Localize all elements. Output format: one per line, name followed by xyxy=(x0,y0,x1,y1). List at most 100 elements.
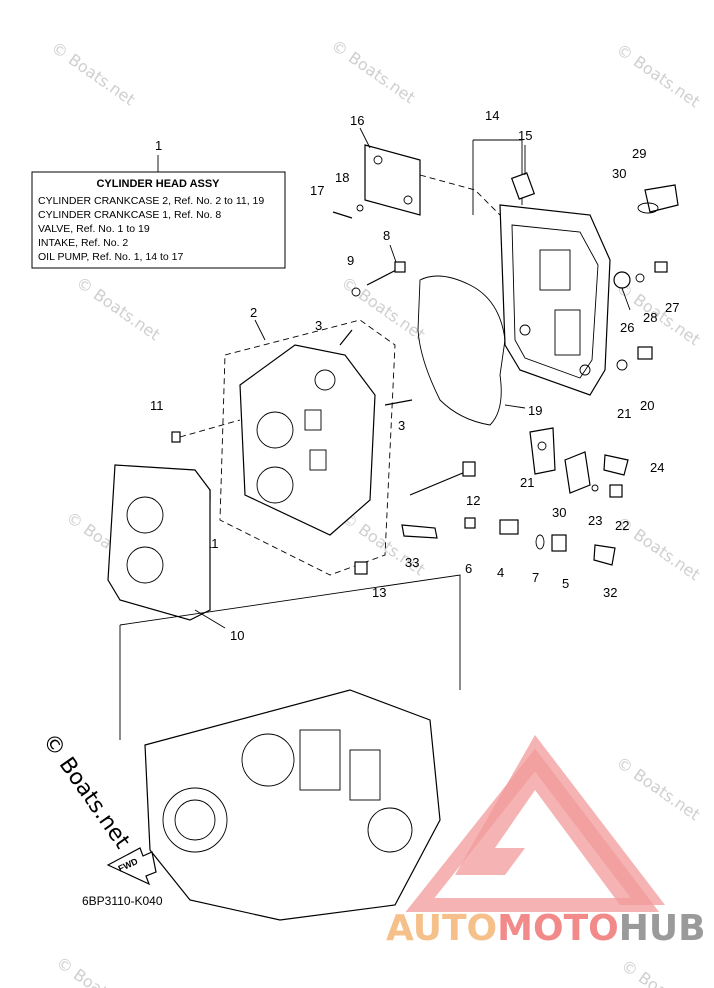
watermark-text: © Boats.net xyxy=(53,953,144,988)
part-13-bolt-head xyxy=(354,561,368,575)
combustion-chamber xyxy=(256,466,294,504)
leader-line xyxy=(504,404,526,409)
crankcase-cover-inner xyxy=(174,799,216,841)
callout-19: 19 xyxy=(528,403,542,418)
part-5-bolt-head xyxy=(464,517,476,529)
callout-18: 18 xyxy=(335,170,349,185)
part-15-sleeve xyxy=(510,172,536,200)
part-11-dowel xyxy=(171,431,181,443)
part-21-washer xyxy=(616,359,628,371)
crankcase-part xyxy=(144,689,441,921)
part-31-clip xyxy=(564,451,591,494)
head-port xyxy=(314,369,336,391)
leader-line xyxy=(621,287,631,311)
plate-hole xyxy=(373,155,383,165)
callout-25: 24 xyxy=(650,460,664,475)
callout-29: 29 xyxy=(632,146,646,161)
assembly-line xyxy=(419,174,501,216)
head-cover-part xyxy=(499,204,611,396)
part-23-screw xyxy=(609,484,623,498)
callout-14: 14 xyxy=(485,108,499,123)
head-rib xyxy=(309,449,327,471)
bracket-hole xyxy=(537,441,547,451)
callout-27: 27 xyxy=(665,300,679,315)
info-box: 1 CYLINDER HEAD ASSY CYLINDER CRANKCASE … xyxy=(31,138,286,269)
cylinder-head-group-outline xyxy=(219,319,396,576)
part-19-gasket xyxy=(417,275,506,426)
part-4-sleeve xyxy=(499,519,519,535)
diagram-code: 6BP3110-K040 xyxy=(82,894,163,908)
leader-line xyxy=(254,319,266,341)
part-16-plate xyxy=(364,144,421,216)
crankcase-cover xyxy=(162,787,228,853)
callout-30: 30 xyxy=(612,166,626,181)
info-box-line-1: CYLINDER CRANKCASE 2, Ref. No. 2 to 11, … xyxy=(38,195,264,207)
part-9-washer xyxy=(351,287,361,297)
callout-20: 20 xyxy=(640,398,654,413)
leader-line xyxy=(194,609,226,629)
crankcase-body xyxy=(144,689,441,921)
head-cover-inner-rim xyxy=(511,224,599,379)
callout-17: 17 xyxy=(310,183,324,198)
brand-logo xyxy=(405,735,665,912)
fwd-arrow-shape xyxy=(106,847,157,886)
info-box-frame xyxy=(31,171,286,269)
callout-26: 26 xyxy=(620,320,634,335)
watermark-text: © Boats.net xyxy=(618,956,709,988)
head-rib xyxy=(304,409,322,431)
callout-7: 7 xyxy=(532,570,539,585)
callout-22: 21 xyxy=(520,475,534,490)
callout-28: 28 xyxy=(643,310,657,325)
part-6-fitting xyxy=(551,534,567,552)
callout-10: 10 xyxy=(230,628,244,643)
part-22-bracket xyxy=(529,427,556,475)
head-cover-rib xyxy=(554,309,581,356)
assembly-line xyxy=(179,419,241,438)
part-20-bolt-head xyxy=(637,346,653,360)
part-7-o-ring xyxy=(535,534,545,550)
callout-32: 32 xyxy=(603,585,617,600)
head-cover-rib xyxy=(539,249,571,291)
plate-hole xyxy=(403,195,413,205)
callout-33: 33 xyxy=(405,555,419,570)
brand-logo-triangle-outline xyxy=(405,748,660,912)
callout-5: 6 xyxy=(465,561,472,576)
part-26-fitting xyxy=(613,271,631,289)
part-27-bolt-head xyxy=(654,261,668,273)
info-box-line-5: OIL PUMP, Ref. No. 1, 14 to 17 xyxy=(38,251,183,263)
part-12-bolt-head xyxy=(462,461,476,477)
head-cover-hole xyxy=(519,324,531,336)
oil-filter xyxy=(367,807,413,853)
watermark-text: © Boats.net xyxy=(73,273,164,345)
fwd-arrow: FWD xyxy=(106,847,157,886)
gasket-bore xyxy=(126,546,164,584)
part-17-screw xyxy=(332,211,353,219)
part-10-head-gasket xyxy=(107,464,211,621)
info-box-line-4: INTAKE, Ref. No. 2 xyxy=(38,237,128,249)
callout-8: 8 xyxy=(383,228,390,243)
watermark-text: © Boats.net xyxy=(338,273,429,345)
assembly-line xyxy=(119,574,461,690)
leader-line xyxy=(359,127,371,149)
callout-13: 13 xyxy=(372,585,386,600)
callout-16: 16 xyxy=(350,113,364,128)
callout-23: 22 xyxy=(615,518,629,533)
callout-1: 1 xyxy=(155,138,162,153)
gasket-bore xyxy=(126,496,164,534)
watermark-text: © Boats.net xyxy=(613,278,704,350)
callout-24: 23 xyxy=(588,513,602,528)
callout-4: 4 xyxy=(497,565,504,580)
callout-9: 9 xyxy=(347,253,354,268)
callout-21: 21 xyxy=(617,406,631,421)
brand-part-2: MOTO xyxy=(497,908,619,949)
part-3-pin xyxy=(339,329,353,346)
brand-wordmark: AUTOMOTOHUB xyxy=(386,908,706,949)
head-cover-hole xyxy=(579,364,591,376)
callout-3: 3 xyxy=(315,318,322,333)
callout-3b: 3 xyxy=(398,418,405,433)
combustion-chamber xyxy=(256,411,294,449)
callout-12: 12 xyxy=(466,493,480,508)
brand-part-1: AUTO xyxy=(386,908,497,949)
